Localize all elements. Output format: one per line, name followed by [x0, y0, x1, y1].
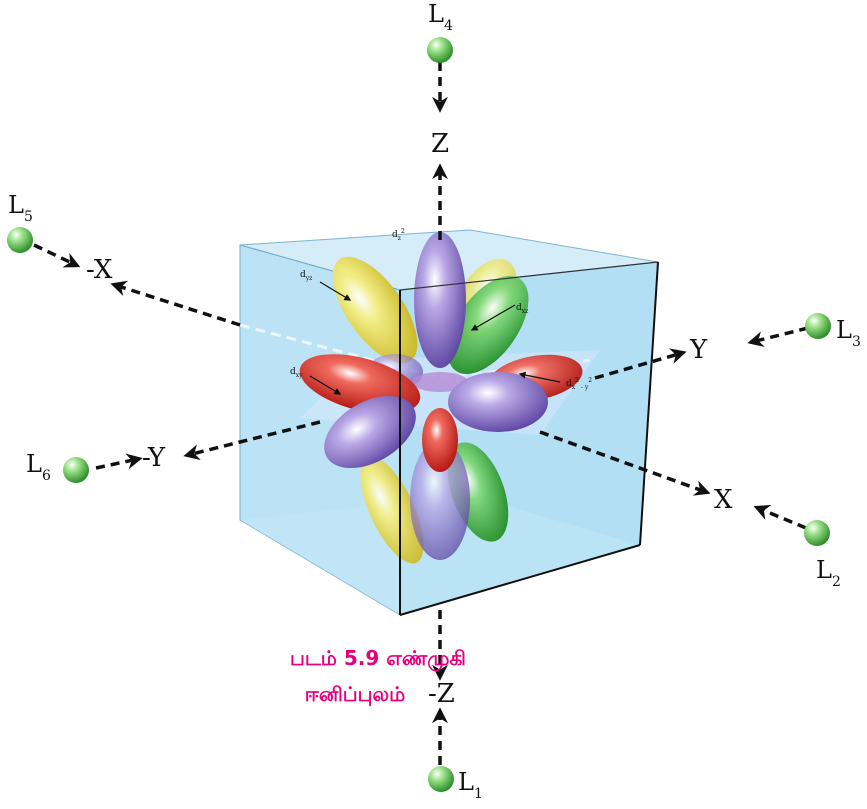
- caption-line-2: ஈனிப்புலம்: [304, 682, 406, 706]
- dz2-lobe-lower: [410, 440, 470, 560]
- ligand-arrow-l6: [95, 453, 143, 470]
- axis-y-neg: [183, 420, 321, 461]
- dx2y2-lobe-left: [324, 395, 416, 469]
- orbital-lobes: [299, 232, 583, 564]
- ligand-sphere-l5: [7, 227, 33, 253]
- ligand-label-l4: L4: [428, 0, 453, 34]
- orbital-label-dx2y2: dx2 - y2: [566, 377, 592, 391]
- ligand-arrow-l2: [753, 504, 807, 530]
- axis-label-neg-y: -Y: [142, 443, 166, 473]
- ligand-label-l5: L5: [8, 191, 33, 225]
- axis-lines: [33, 62, 809, 765]
- ligand-sphere-l3: [805, 313, 831, 339]
- ligand-label-l3: L3: [836, 316, 861, 350]
- figure-caption: படம் 5.9 எண்முகி ஈனிப்புலம்: [290, 640, 466, 712]
- axis-label-x: X: [714, 485, 733, 515]
- orbital-label-dyz: dyz: [300, 270, 312, 282]
- dxz-lobe-upper: [447, 276, 529, 374]
- dz2-lobe-upper: [414, 232, 466, 368]
- orbital-label-dz2: dz2: [392, 228, 405, 242]
- axis-y-pos: [594, 348, 687, 380]
- ligand-sphere-l2: [804, 520, 830, 546]
- orbital-label-dxy: dxy: [290, 367, 303, 379]
- dz2-torus: [412, 372, 468, 392]
- inner-axes: [239, 323, 591, 380]
- axis-label-z: Z: [431, 129, 449, 159]
- ligand-sphere-l4: [427, 37, 453, 63]
- cube-edges: [399, 261, 659, 616]
- orbital-pointers: [309, 281, 561, 395]
- dxy-lobe-lower: [422, 408, 458, 472]
- axis-x-neg: [110, 280, 241, 327]
- ligand-label-l1: L1: [458, 768, 483, 802]
- ligand-spheres: [7, 37, 831, 792]
- ligand-label-l6: L6: [26, 450, 51, 484]
- dx2y2-lobe-right: [448, 372, 548, 432]
- dyz-lobe-upper: [332, 256, 418, 364]
- ligand-arrow-l3: [747, 326, 809, 348]
- ligand-sphere-l6: [63, 457, 89, 483]
- caption-line-1: படம் 5.9 எண்முகி: [290, 646, 466, 670]
- axis-label-neg-z: -Z: [428, 679, 455, 709]
- dyz-lobe-lower: [360, 456, 424, 564]
- orbital-label-dxz: dxz: [516, 303, 528, 315]
- axis-label-neg-x: -X: [86, 255, 113, 285]
- ligand-label-l2: L2: [816, 556, 841, 590]
- axis-label-y: Y: [689, 335, 708, 365]
- ligand-sphere-l1: [428, 766, 454, 792]
- ligand-arrow-l5: [33, 243, 81, 268]
